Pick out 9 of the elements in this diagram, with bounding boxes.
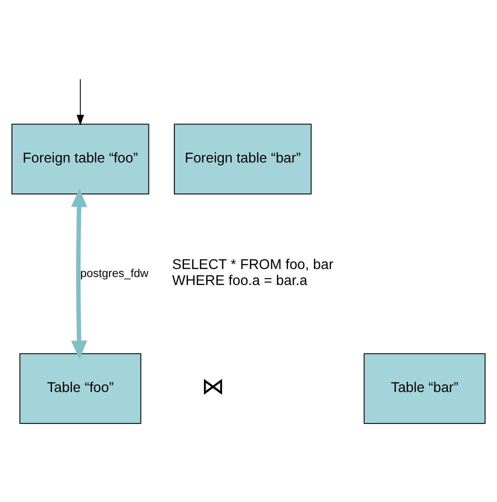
node-box: Foreign table “foo”: [11, 124, 150, 194]
node-box: Foreign table “bar”: [174, 124, 312, 194]
node-box: Table “bar”: [364, 353, 486, 424]
label: SELECT * FROM foo, bar WHERE foo.a = bar.a: [172, 256, 334, 288]
arrow: [71, 188, 88, 359]
edge-label: postgres_fdw: [80, 268, 148, 280]
arrow: [76, 78, 84, 126]
node-box: Table “foo”: [19, 353, 142, 424]
label: ⋈: [202, 373, 225, 400]
